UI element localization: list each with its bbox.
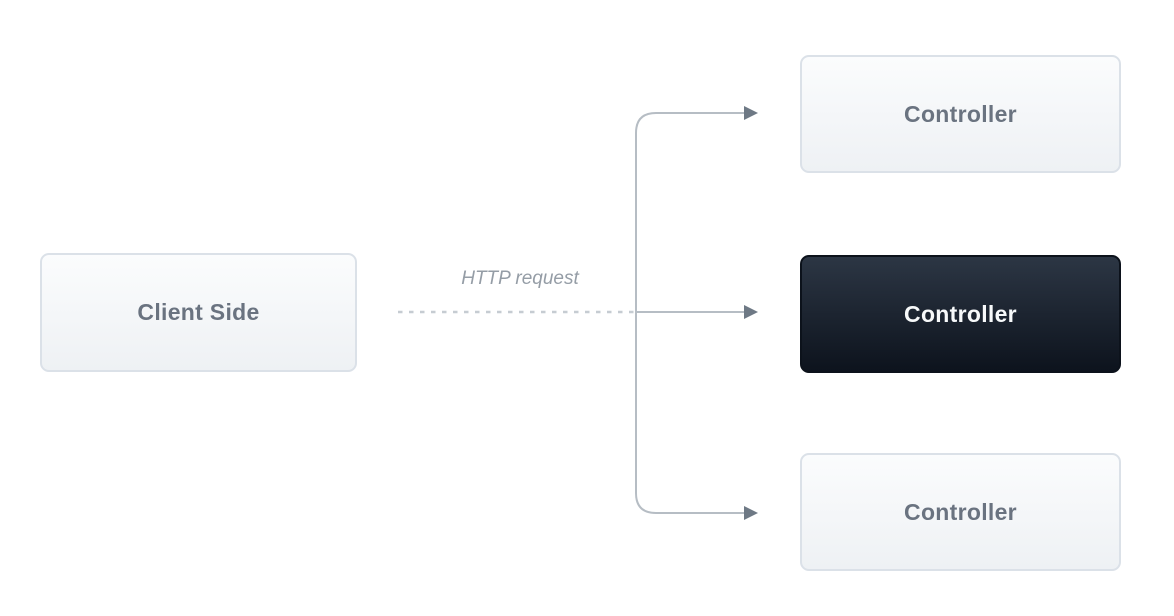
client-side-node: Client Side xyxy=(40,253,357,372)
arrowhead-bottom-icon xyxy=(744,506,758,520)
controller-node-bottom: Controller xyxy=(800,453,1121,571)
controller-node-middle: Controller xyxy=(800,255,1121,373)
arrowhead-middle-icon xyxy=(744,305,758,319)
controller-node-bottom-label: Controller xyxy=(904,498,1017,525)
controller-node-middle-label: Controller xyxy=(904,300,1017,327)
controller-node-top-label: Controller xyxy=(904,100,1017,127)
bottom-branch-line xyxy=(635,312,744,514)
controller-node-top: Controller xyxy=(800,55,1121,173)
arrowhead-top-icon xyxy=(744,106,758,120)
client-side-node-label: Client Side xyxy=(137,299,260,325)
http-request-label: HTTP request xyxy=(461,268,579,289)
top-branch-line xyxy=(635,112,744,312)
